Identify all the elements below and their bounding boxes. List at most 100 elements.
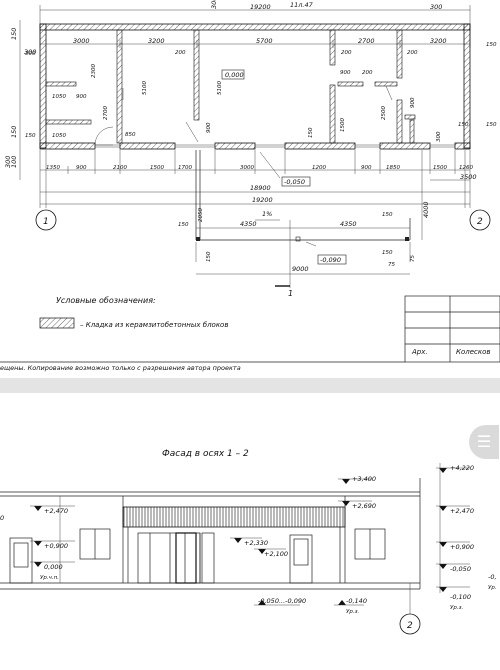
floor-plan-drawing: 19200 11л.47 300 300 3000 3200 5700 2700… [0, 0, 500, 372]
dim-s2: 200 [341, 50, 352, 56]
dim-top-5: 3200 [430, 37, 447, 45]
facade-sheet: Фасад в осях 1 – 2 [0, 393, 500, 670]
hamburger-icon: ☰ [476, 432, 492, 451]
dim-top-300b: 300 [430, 3, 442, 11]
dim-b6: 3000 [240, 165, 254, 171]
canopy [122, 506, 346, 528]
elevation-m009: -0,090 [320, 256, 341, 264]
mark-right-0900: +0,900 [450, 543, 474, 551]
dim-s19: 150 [486, 122, 497, 128]
legend-item: – Кладка из керамзитобетонных блоков [80, 321, 228, 329]
mark-left-0900: +0,900 [44, 542, 68, 550]
mark-right-edge-1: -0, [488, 573, 497, 581]
dim-s10: 2300 [91, 64, 97, 78]
dim-b7: 1200 [312, 165, 326, 171]
copyright-text: ещены. Копирование возможно только с раз… [0, 364, 241, 372]
bottom-dims-row1: 1350 900 2100 1500 1700 3000 1200 900 18… [46, 165, 473, 171]
dim-s9: 850 [125, 132, 136, 138]
mark-m0140: -0,140 [346, 597, 367, 605]
dim-b4: 1500 [150, 165, 164, 171]
facade-axis-label: 2 [407, 621, 413, 631]
dim-b2: 900 [76, 165, 87, 171]
plan-sheet: 19200 11л.47 300 300 3000 3200 5700 2700… [0, 0, 500, 378]
facade-axis-bubble [399, 613, 421, 635]
title-block [404, 295, 500, 363]
dim-b5: 1700 [178, 165, 192, 171]
mark-left-edge: 0 [0, 514, 4, 522]
mark-right-level: Ур.з. [450, 605, 464, 611]
dim-left-5: 300 [24, 48, 36, 56]
dim-top-3: 5700 [256, 37, 273, 45]
facade-outline [0, 478, 421, 590]
dim-top-300a: 300 [210, 0, 218, 9]
dim-s1: 200 [175, 50, 186, 56]
dim-left-3: 100 [10, 156, 18, 168]
mark-right-edge-2: Ур. [488, 585, 497, 591]
slope-label: 1% [262, 210, 272, 218]
facade-title: Фасад в осях 1 – 2 [162, 449, 249, 459]
dim-s7: 900 [76, 94, 87, 100]
dim-b8: 900 [361, 165, 372, 171]
dim-right-4000: 4000 [422, 201, 430, 218]
mark-left-0000: 0,000 [44, 563, 63, 571]
elevation-zero: 0,000 [225, 71, 244, 79]
mark-2330: +2,330 [244, 539, 268, 547]
dim-s12: 5100 [142, 81, 148, 95]
terrace-dim-7: 75 [410, 255, 416, 262]
mark-3400: +3,400 [352, 475, 376, 483]
right-door [289, 534, 313, 584]
dim-b9: 1850 [386, 165, 400, 171]
dim-s15: 2500 [381, 106, 387, 120]
titleblock-name: Колесков [456, 348, 491, 356]
dim-b11: 1260 [459, 165, 473, 171]
dim-s20: 150 [308, 127, 314, 138]
mark-2100: +2,100 [264, 550, 288, 558]
dim-right-3500: 3500 [460, 173, 477, 181]
exterior-walls [39, 23, 471, 150]
door-swings [94, 85, 393, 146]
legend-title: Условные обозначения: [56, 296, 156, 305]
interior-walls [45, 29, 416, 144]
axis-1-bubble [35, 209, 57, 231]
dim-s3: 200 [407, 50, 418, 56]
dim-b10: 1500 [433, 165, 447, 171]
terrace-dim-9: 150 [206, 251, 212, 262]
dim-b3: 2100 [113, 165, 127, 171]
axis-1-label: 1 [43, 217, 49, 227]
dim-top-total: 19200 [250, 3, 271, 11]
dim-s6: 1050 [52, 94, 66, 100]
mark-2690: +2,690 [352, 502, 376, 510]
elevation-m005: -0,050 [284, 178, 305, 186]
dim-s22: 150 [25, 133, 36, 139]
dim-b1: 1350 [46, 165, 60, 171]
dim-s4: 900 [340, 70, 351, 76]
facade-windows [79, 528, 386, 560]
terrace [195, 150, 411, 288]
terrace-dim-5: 150 [382, 250, 393, 256]
section-mark: 1 [288, 289, 293, 298]
entrance-doors [137, 532, 215, 584]
dim-s0: 300 [25, 51, 36, 57]
terrace-dim-8: 9000 [292, 265, 309, 273]
axis-2-label: 2 [477, 217, 483, 227]
titleblock-role: Арх. [411, 348, 428, 356]
mark-4220: +4,220 [450, 464, 474, 472]
scroll-menu-button[interactable]: ☰ [469, 425, 499, 459]
mark-left-2470: +2,470 [44, 507, 68, 515]
terrace-dim-10: 2050 [198, 208, 204, 222]
dim-s17: 300 [436, 131, 442, 142]
dim-s21: 900 [206, 122, 212, 133]
windows [95, 144, 455, 148]
dim-top-4: 2700 [358, 37, 375, 45]
dim-s5: 200 [362, 70, 373, 76]
dim-s23: 150 [486, 42, 497, 48]
dim-top-2: 3200 [148, 37, 165, 45]
left-door [9, 537, 33, 584]
mark-center-level: Ур.з. [346, 609, 360, 615]
mark-m005-m009: -0,050...-0,090 [258, 597, 306, 605]
facade-drawing: Фасад в осях 1 – 2 [0, 449, 497, 635]
terrace-dim-6: 75 [388, 262, 395, 268]
dim-top-note: 11л.47 [290, 1, 314, 9]
axis-2-bubble [469, 209, 491, 231]
dim-s16: 900 [410, 97, 416, 108]
